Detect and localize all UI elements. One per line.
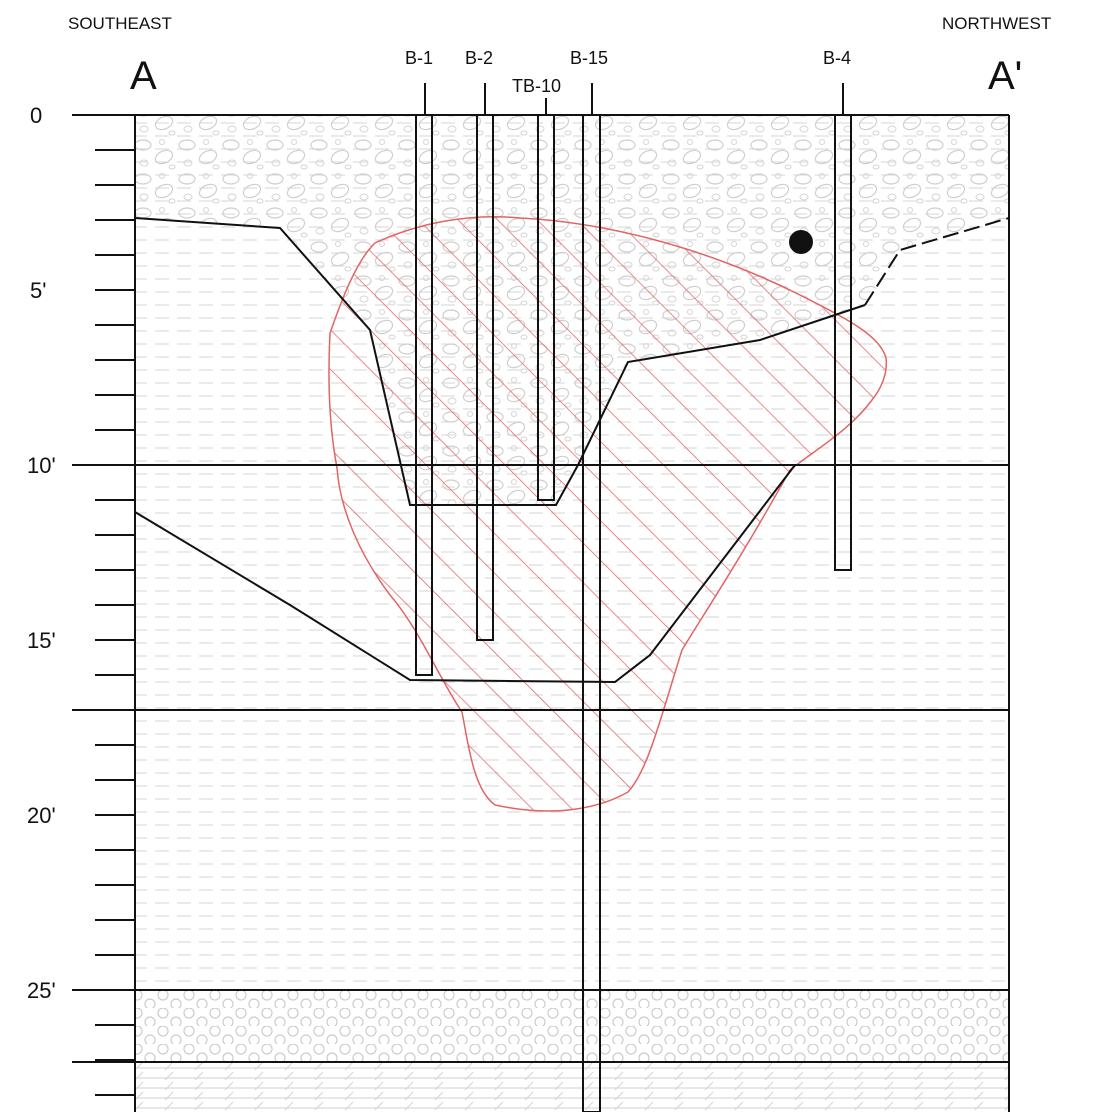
fill-layer-gravel-deep xyxy=(135,990,1009,1063)
boring-b15 xyxy=(582,83,601,1112)
fill-contact-left xyxy=(134,217,866,506)
orientation-left-label: SOUTHEAST xyxy=(68,14,172,33)
boring-b2 xyxy=(476,83,494,641)
depth-axis xyxy=(95,115,136,1112)
section-end-label: A' xyxy=(988,54,1022,98)
depth-label-15: 15' xyxy=(27,628,56,653)
boring-label-b1: B-1 xyxy=(405,48,433,68)
orientation-right-label: NORTHWEST xyxy=(942,14,1051,33)
depth-label-25: 25' xyxy=(27,978,56,1003)
boring-tb10 xyxy=(537,98,555,501)
contamination-plume xyxy=(328,215,888,812)
depth-label-10: 10' xyxy=(27,453,56,478)
fill-layer-bedrock xyxy=(135,1063,1009,1112)
boring-b1 xyxy=(415,83,433,676)
section-start-label: A xyxy=(130,54,157,98)
depth-label-5: 5' xyxy=(30,278,46,303)
fill-contact-right-dashed xyxy=(864,217,1010,306)
depth-label-0: 0 xyxy=(30,103,42,128)
groundwater-marker xyxy=(789,230,813,254)
depth-label-20: 20' xyxy=(27,803,56,828)
boring-label-b4: B-4 xyxy=(823,48,851,68)
boring-label-b2: B-2 xyxy=(465,48,493,68)
boring-b4 xyxy=(834,83,852,571)
boring-label-b15: B-15 xyxy=(570,48,608,68)
boring-label-tb10: TB-10 xyxy=(512,76,561,96)
lens-contact xyxy=(134,464,796,684)
